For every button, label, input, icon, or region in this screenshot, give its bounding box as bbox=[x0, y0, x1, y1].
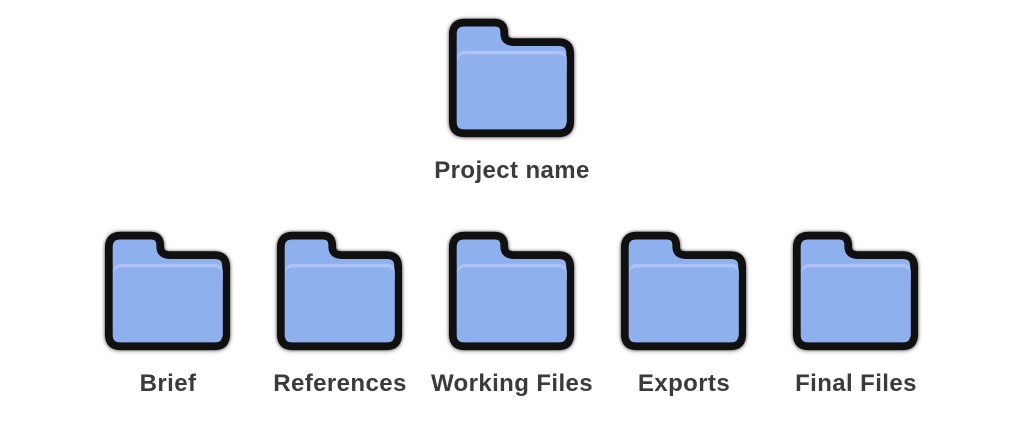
folder-icon bbox=[444, 225, 580, 355]
folder-label: Brief bbox=[139, 370, 197, 397]
folder-node-references: References bbox=[265, 225, 415, 398]
folder-label: Working Files bbox=[430, 370, 594, 397]
folder-icon bbox=[100, 225, 236, 355]
folder-icon bbox=[616, 225, 752, 355]
folder-node-root: Project name bbox=[434, 12, 590, 185]
folder-node-final-files: Final Files bbox=[781, 225, 931, 398]
folder-node-exports: Exports bbox=[609, 225, 759, 398]
folder-label: Final Files bbox=[795, 370, 917, 397]
folder-label: Exports bbox=[637, 370, 731, 397]
folder-node-brief: Brief bbox=[93, 225, 243, 398]
folder-label: Project name bbox=[434, 157, 590, 184]
folder-icon bbox=[444, 12, 580, 142]
folder-node-working-files: Working Files bbox=[431, 225, 593, 398]
folder-tree: Project name Brief References Worki bbox=[0, 0, 1024, 398]
folder-icon bbox=[272, 225, 408, 355]
folder-label: References bbox=[273, 370, 407, 397]
children-row: Brief References Working Files Exports bbox=[93, 225, 931, 398]
folder-icon bbox=[788, 225, 924, 355]
